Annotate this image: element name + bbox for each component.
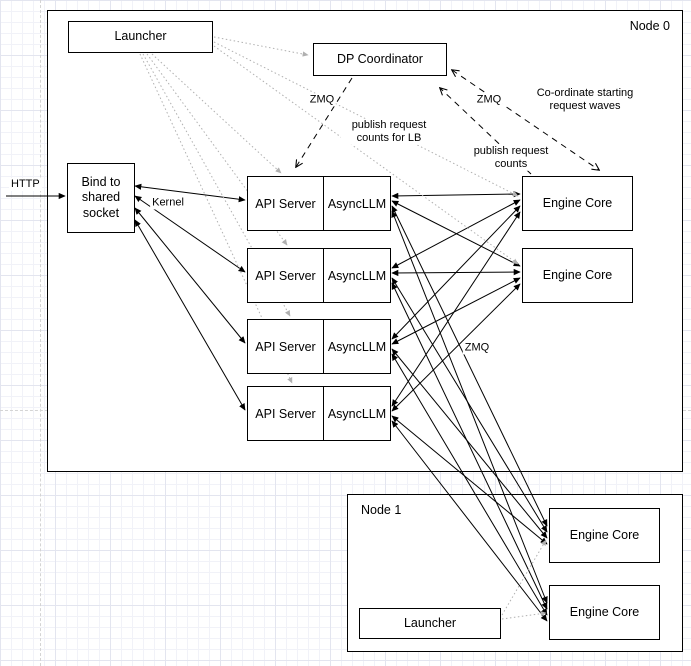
node1-engine-core-2-label: Engine Core: [569, 604, 640, 619]
asyncllm-3-label: AsyncLLM: [327, 339, 387, 354]
http-label: HTTP: [9, 178, 42, 192]
api-server-row-4: API Server AsyncLLM: [247, 386, 391, 441]
asyncllm-4-box: AsyncLLM: [324, 387, 390, 440]
api-server-1-box: API Server: [248, 177, 324, 230]
node0-title: Node 0: [629, 19, 670, 33]
api-server-row-3: API Server AsyncLLM: [247, 319, 391, 374]
node0-launcher-box: Launcher: [68, 21, 213, 53]
api-server-2-label: API Server: [255, 268, 316, 283]
kernel-label: Kernel: [150, 196, 186, 210]
asyncllm-3-box: AsyncLLM: [324, 320, 390, 373]
bind-shared-socket-label: Bind to shared socket: [81, 174, 121, 220]
node1-engine-core-1-label: Engine Core: [569, 527, 640, 542]
api-server-row-2: API Server AsyncLLM: [247, 248, 391, 303]
node1-launcher-box: Launcher: [359, 608, 501, 639]
coordinate-request-waves-label: Co-ordinate starting request waves: [521, 86, 649, 114]
asyncllm-4-label: AsyncLLM: [327, 406, 387, 421]
api-server-4-label: API Server: [255, 406, 316, 421]
node1-engine-core-1-box: Engine Core: [549, 508, 660, 563]
node1-title: Node 1: [361, 503, 402, 517]
api-server-4-box: API Server: [248, 387, 324, 440]
bind-shared-socket-box: Bind to shared socket: [67, 163, 135, 233]
node1-engine-core-2-box: Engine Core: [549, 585, 660, 640]
api-server-2-box: API Server: [248, 249, 324, 302]
publish-request-counts-lb-label: publish request counts for LB: [341, 118, 437, 146]
dp-coordinator-box: DP Coordinator: [313, 43, 447, 76]
zmq-label-engine-dp: ZMQ: [474, 93, 504, 107]
node0-engine-core-2-box: Engine Core: [522, 248, 633, 303]
asyncllm-1-label: AsyncLLM: [327, 196, 387, 211]
asyncllm-2-label: AsyncLLM: [327, 268, 387, 283]
node0-engine-core-1-label: Engine Core: [542, 195, 613, 210]
zmq-label-engines: ZMQ: [462, 341, 492, 355]
node0-launcher-label: Launcher: [114, 29, 167, 44]
api-server-row-1: API Server AsyncLLM: [247, 176, 391, 231]
api-server-3-label: API Server: [255, 339, 316, 354]
zmq-label-dp-api: ZMQ: [307, 93, 337, 107]
page-break-vertical-line: [40, 0, 41, 666]
api-server-1-label: API Server: [255, 196, 316, 211]
publish-request-counts-label: publish request counts: [468, 144, 554, 172]
node0-engine-core-1-box: Engine Core: [522, 176, 633, 231]
api-server-3-box: API Server: [248, 320, 324, 373]
node1-launcher-label: Launcher: [403, 615, 457, 630]
dp-coordinator-label: DP Coordinator: [337, 51, 423, 66]
asyncllm-2-box: AsyncLLM: [324, 249, 390, 302]
asyncllm-1-box: AsyncLLM: [324, 177, 390, 230]
node0-engine-core-2-label: Engine Core: [542, 267, 613, 282]
